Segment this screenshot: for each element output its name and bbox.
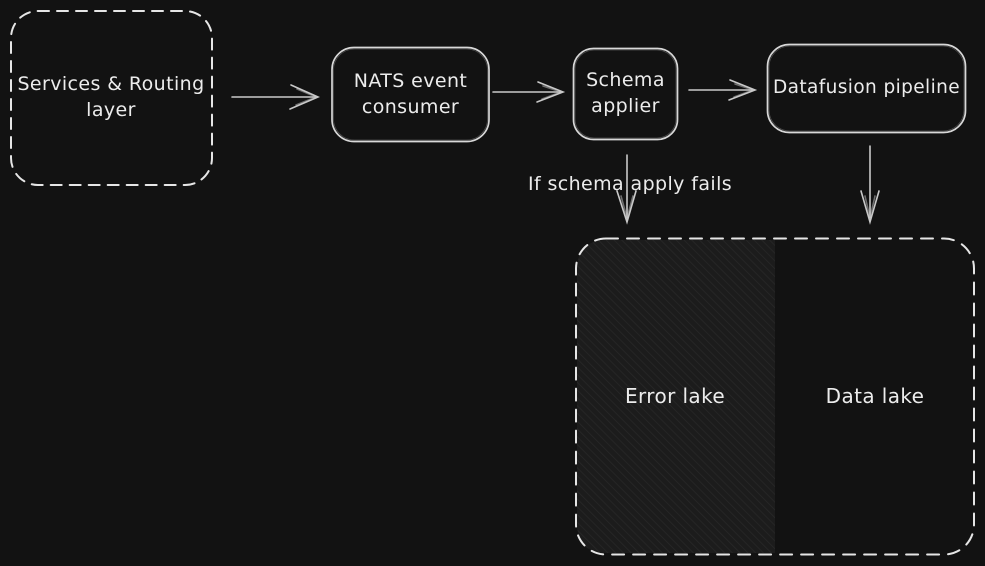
nats-box	[331, 46, 490, 143]
arrow-datafusion-to-data-lake	[860, 145, 880, 225]
lake-container-box	[575, 237, 975, 556]
error-lake-hatch-region	[577, 240, 775, 553]
datafusion-box	[766, 43, 967, 134]
arrow-services-to-nats	[231, 84, 320, 110]
arrow-schema-to-error-lake	[616, 154, 637, 225]
datafusion-box-sketch-pass	[768, 45, 965, 132]
schema-box-sketch-pass	[574, 49, 677, 139]
services-routing-box	[10, 10, 213, 186]
arrow-nats-to-schema	[492, 81, 566, 103]
arrow-schema-to-datafusion	[688, 79, 758, 101]
schema-box	[572, 47, 679, 141]
nats-box-sketch-pass	[333, 48, 488, 141]
